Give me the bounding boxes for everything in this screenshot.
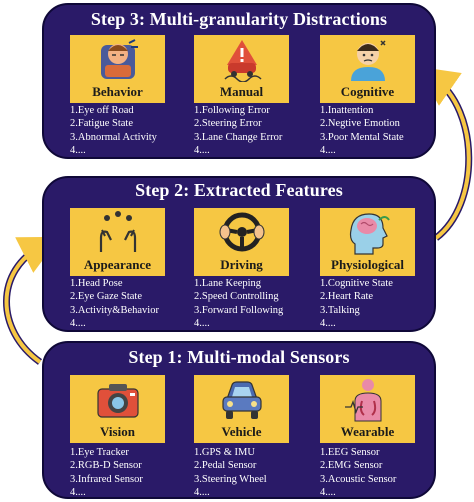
list-item: 1.Cognitive State [320,278,393,289]
driving-items: 1.Lane Keeping 2.Speed Controlling 3.For… [194,277,316,330]
list-item: 3.Acoustic Sensor [320,473,397,485]
card-appearance: Appearance [70,208,165,276]
step3-title: Step 3: Multi-granularity Distractions [90,9,388,29]
head-brain-icon [320,210,415,255]
card-wearable: Wearable [320,375,415,443]
juggling-hands-icon [70,210,165,255]
list-item: 2.Steering Error [194,118,262,130]
list-item: 2.Pedal Sensor [194,460,257,472]
list-item: 3.Steering Wheel [194,473,267,485]
wearable-items: 1.EEG Sensor 2.EMG Sensor 3.Acoustic Sen… [320,446,442,499]
confused-person-icon [320,37,415,82]
card-label: Behavior [92,84,143,99]
car-front-icon [194,377,289,422]
list-item: 2.EMG Sensor [320,460,383,472]
card-vision: Vision [70,375,165,443]
list-item: 1.GPS & IMU [194,447,255,458]
list-item: 2.RGB-D Sensor [70,460,142,472]
list-item: 4.... [70,144,86,156]
card-label: Manual [219,84,264,99]
card-label: Appearance [83,257,152,272]
card-label: Wearable [340,424,395,439]
tired-driver-icon [70,37,165,82]
list-item: 2.Eye Gaze State [70,291,143,303]
step2-panel: Step 2: Extracted Features Appearance 1.… [42,176,436,332]
list-item: 2.Fatigue State [70,118,133,130]
body-sensor-icon [320,377,415,422]
list-item: 3.Lane Change Error [194,131,283,143]
list-item: 4.... [320,317,336,329]
list-item: 1.Following Error [194,105,270,116]
step3-panel: Step 3: Multi-granularity Distractions B… [42,3,436,159]
swerving-car-warning-icon [194,37,289,82]
manual-items: 1.Following Error 2.Steering Error 3.Lan… [194,104,316,157]
list-item: 4.... [320,486,336,498]
card-cognitive: Cognitive [320,35,415,103]
list-item: 4.... [194,317,210,329]
arrow-step2-to-step3 [431,75,473,241]
card-vehicle: Vehicle [194,375,289,443]
step1-title: Step 1: Multi-modal Sensors [128,347,350,367]
step1-panel: Step 1: Multi-modal Sensors Vision 1.Eye… [42,341,436,499]
card-manual: Manual [194,35,289,103]
list-item: 3.Forward Following [194,304,284,316]
card-label: Physiological [331,257,404,272]
card-label: Cognitive [340,84,395,99]
list-item: 4.... [320,144,336,156]
step2-title: Step 2: Extracted Features [135,180,343,200]
list-item: 2.Speed Controlling [194,291,279,303]
list-item: 3.Poor Mental State [320,131,404,143]
list-item: 4.... [70,317,86,329]
list-item: 3.Activity&Behavior [70,304,159,316]
list-item: 2.Negtive Emotion [320,118,400,130]
camera-icon [70,377,165,422]
list-item: 4.... [194,486,210,498]
vision-items: 1.Eye Tracker 2.RGB-D Sensor 3.Infrared … [70,446,192,499]
vehicle-items: 1.GPS & IMU 2.Pedal Sensor 3.Steering Wh… [194,446,316,499]
card-label: Vehicle [221,424,262,439]
list-item: 1.Eye Tracker [70,447,129,458]
card-label: Vision [100,424,135,439]
cognitive-items: 1.Inattention 2.Negtive Emotion 3.Poor M… [320,104,442,157]
list-item: 1.Inattention [320,105,374,116]
behavior-items: 1.Eye off Road 2.Fatigue State 3.Abnorma… [70,104,192,157]
appearance-items: 1.Head Pose 2.Eye Gaze State 3.Activity&… [70,277,192,330]
steering-wheel-hands-icon [194,210,289,255]
card-label: Driving [220,257,263,272]
list-item: 1.Head Pose [70,278,123,289]
card-driving: Driving [194,208,289,276]
list-item: 3.Abnormal Activity [70,131,157,143]
list-item: 4.... [70,486,86,498]
list-item: 4.... [194,144,210,156]
list-item: 3.Infrared Sensor [70,473,143,485]
list-item: 1.Eye off Road [70,105,134,116]
list-item: 1.EEG Sensor [320,447,380,458]
card-behavior: Behavior [70,35,165,103]
card-physiological: Physiological [320,208,415,276]
physiological-items: 1.Cognitive State 2.Heart Rate 3.Talking… [320,277,442,330]
list-item: 1.Lane Keeping [194,278,262,289]
list-item: 2.Heart Rate [320,291,374,303]
list-item: 3.Talking [320,304,360,316]
